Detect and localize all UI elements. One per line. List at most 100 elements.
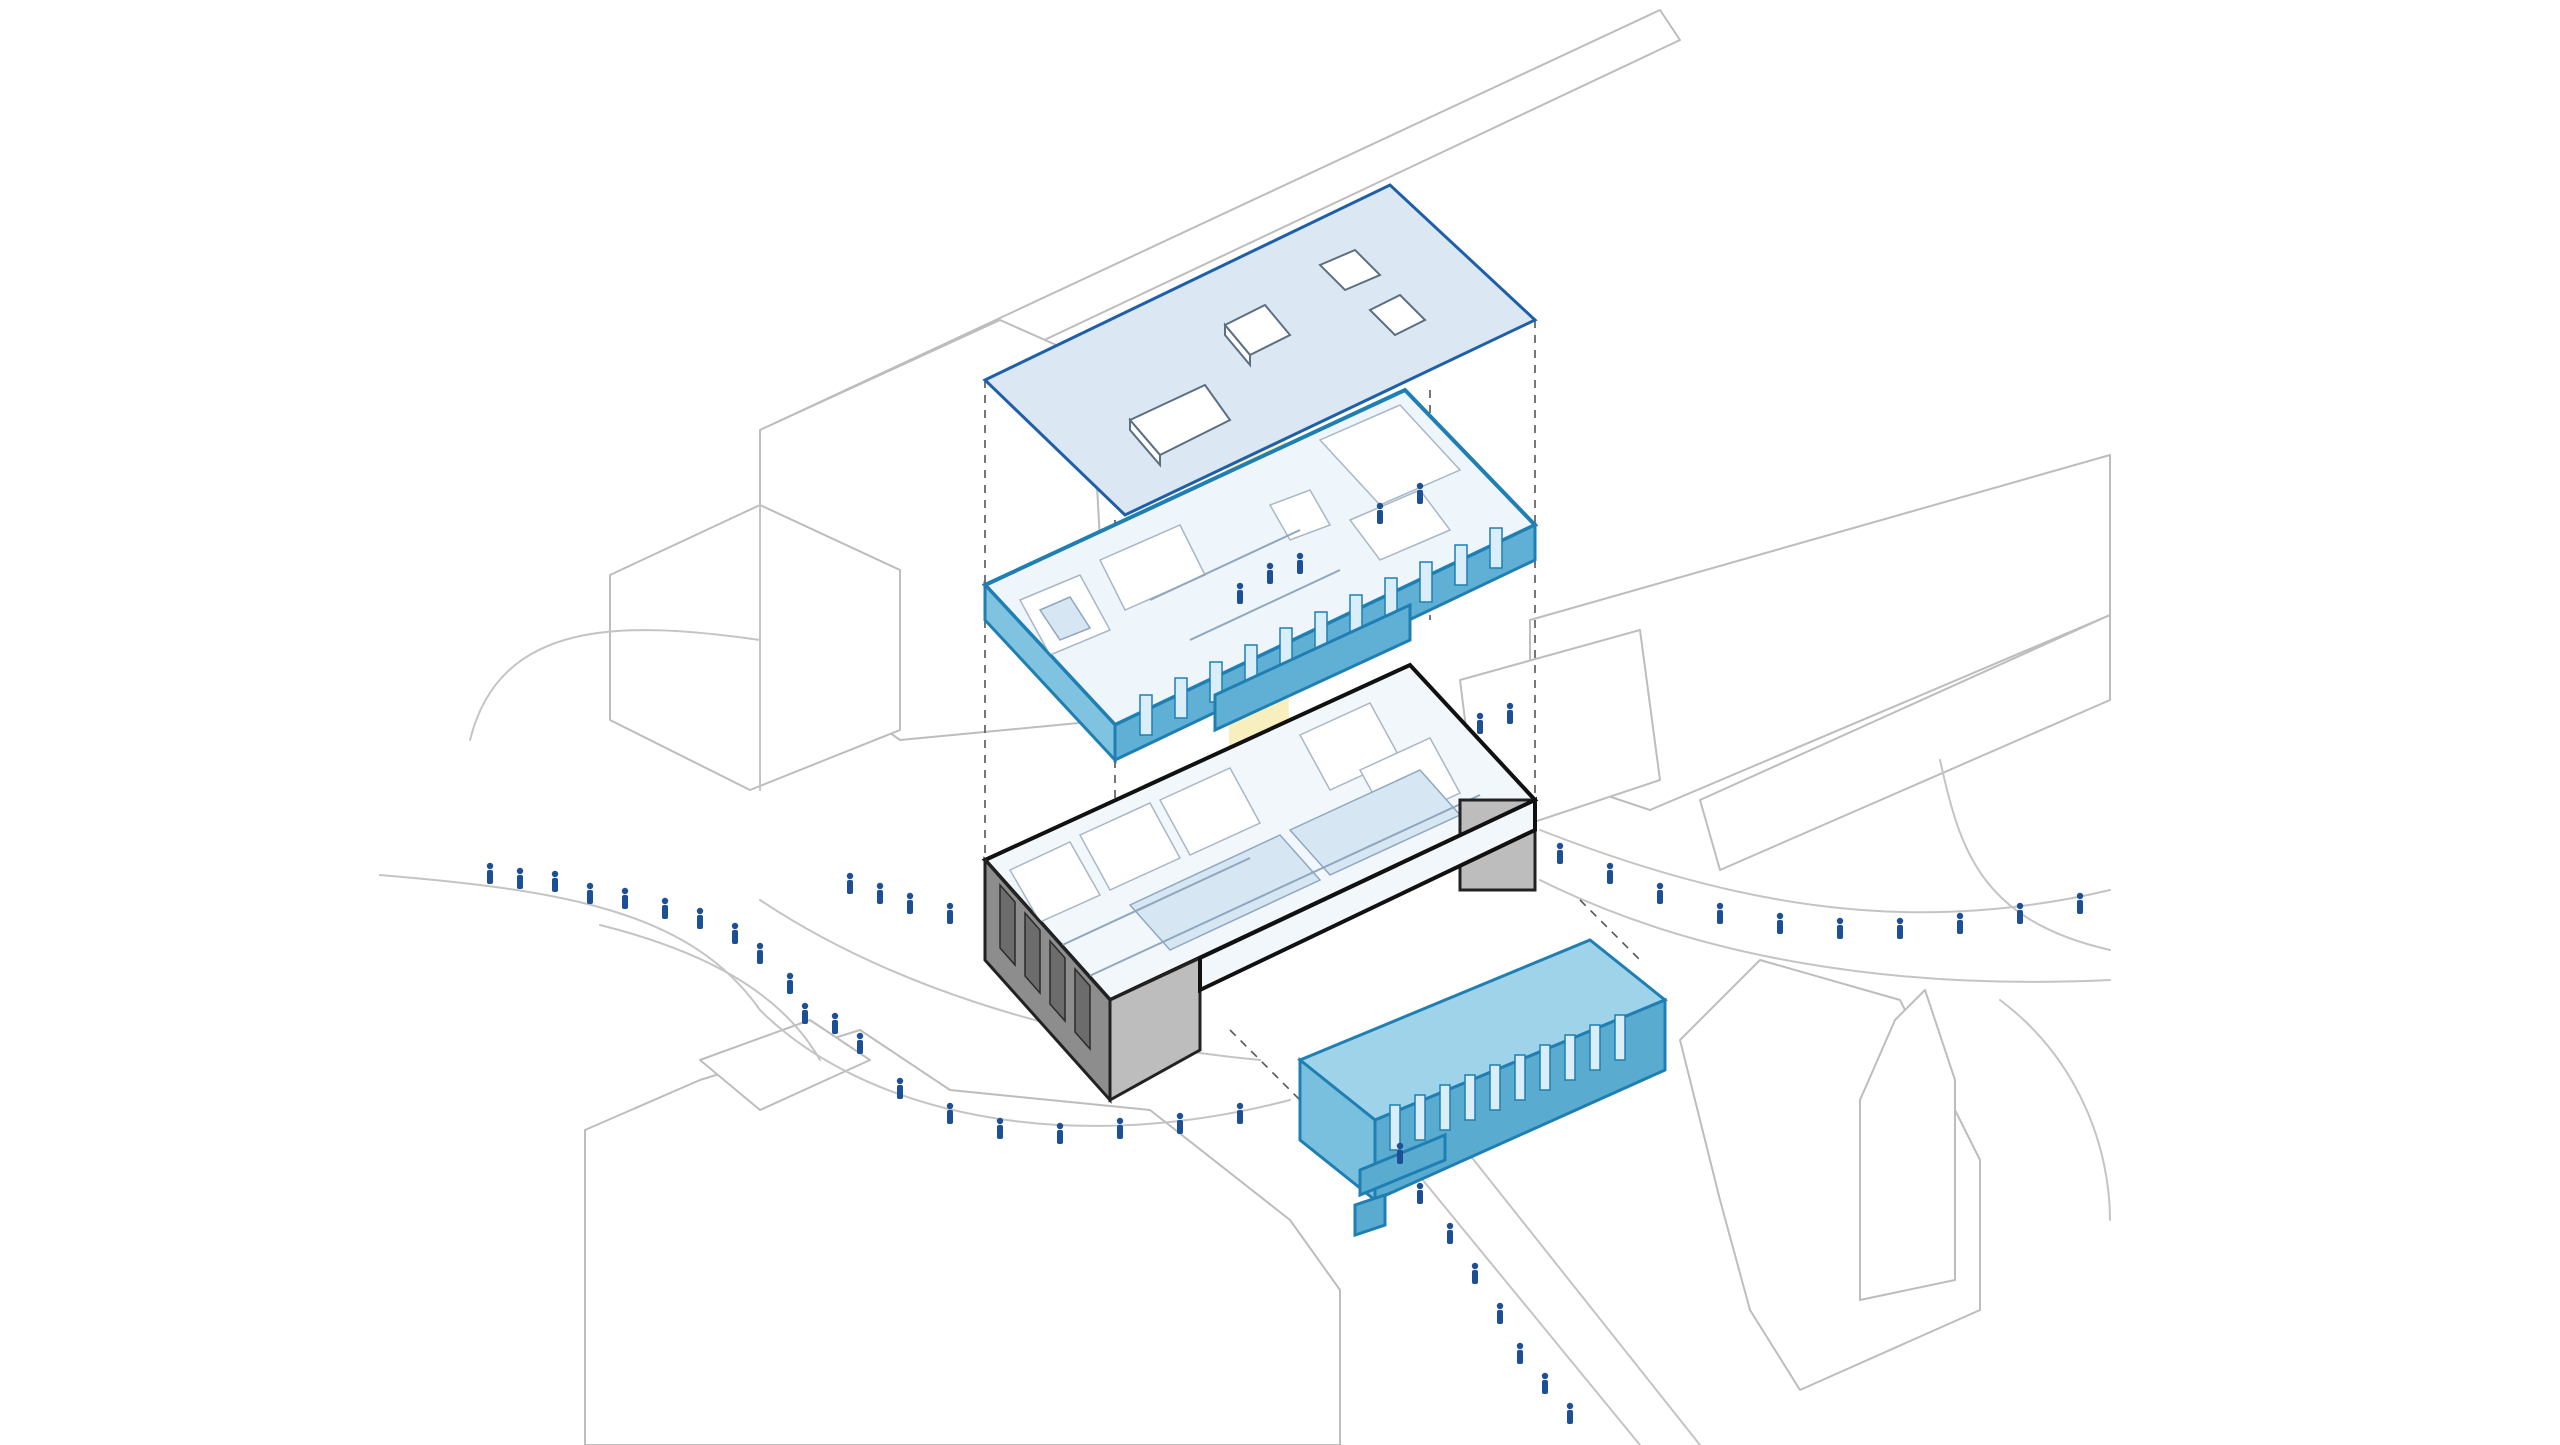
street-east-curve — [1999, 999, 2111, 1221]
person-figure — [1236, 1102, 1244, 1124]
street-loop — [469, 629, 761, 741]
main-room — [1008, 841, 1102, 923]
annex-windows — [1389, 1014, 1626, 1151]
window — [1389, 1104, 1401, 1151]
person-figure — [846, 872, 854, 894]
street-east-c — [1939, 759, 2111, 951]
window — [1419, 561, 1433, 603]
person-figure — [1116, 1117, 1124, 1139]
person-figure — [621, 887, 629, 909]
street-east-b — [1539, 879, 2111, 983]
main-facade-windows — [999, 883, 1091, 1051]
person-figure — [1376, 502, 1384, 524]
person-figure — [661, 897, 669, 919]
main-floor-layer — [981, 662, 1539, 1104]
street-walkway-b — [1449, 1129, 1701, 1445]
context-block-east-low — [1699, 614, 2111, 871]
person-figure — [946, 902, 954, 924]
person-figure — [1896, 917, 1904, 939]
window — [1589, 1024, 1601, 1071]
window — [999, 883, 1016, 967]
context-tower — [1859, 989, 1956, 1301]
person-figure — [1776, 912, 1784, 934]
street-south-a — [759, 1009, 1291, 1127]
upper-wall — [1149, 529, 1301, 601]
person-figure — [1471, 1262, 1479, 1284]
person-figure — [1236, 582, 1244, 604]
person-figure — [1506, 702, 1514, 724]
person-figure — [1541, 1372, 1549, 1394]
window — [1024, 911, 1041, 995]
upper-room — [1348, 489, 1452, 561]
upper-wall — [1189, 569, 1341, 641]
annex-bridge — [1358, 1132, 1447, 1198]
context-streets — [379, 629, 2111, 1445]
person-figure — [1266, 562, 1274, 584]
person-figure — [1446, 1222, 1454, 1244]
main-open-workspace — [1128, 834, 1322, 951]
person-figure — [1716, 902, 1724, 924]
people-figures — [486, 482, 2084, 1424]
person-figure — [906, 892, 914, 914]
street-east-a — [1539, 829, 2111, 914]
person-figure — [1656, 882, 1664, 904]
window — [1454, 544, 1468, 586]
roof-vent-2 — [1368, 293, 1427, 337]
window — [1074, 967, 1091, 1051]
window — [1414, 1094, 1426, 1141]
window — [1489, 1064, 1501, 1111]
window — [1564, 1034, 1576, 1081]
person-figure — [1556, 842, 1564, 864]
person-figure — [486, 862, 494, 884]
main-facade-south-concrete — [1108, 955, 1202, 1103]
context-block-southwest — [584, 1029, 1341, 1445]
window — [1539, 1044, 1551, 1091]
person-figure — [2016, 902, 2024, 924]
window — [1139, 694, 1153, 736]
street-west-a — [379, 874, 761, 1011]
roof-skylight-2-side — [1224, 322, 1251, 368]
person-figure — [1836, 917, 1844, 939]
roof-skylight-side — [1129, 417, 1161, 468]
person-figure — [2076, 892, 2084, 914]
person-figure — [876, 882, 884, 904]
person-figure — [896, 1077, 904, 1099]
person-figure — [801, 1002, 809, 1024]
person-figure — [786, 972, 794, 994]
person-figure — [696, 907, 704, 929]
person-figure — [1956, 912, 1964, 934]
person-figure — [586, 882, 594, 904]
person-figure — [1176, 1112, 1184, 1134]
person-figure — [1056, 1122, 1064, 1144]
upper-floor-layer — [981, 387, 1539, 764]
street-west-b — [599, 924, 821, 1061]
upper-room — [1268, 489, 1332, 541]
window — [1614, 1014, 1626, 1061]
person-figure — [1396, 1142, 1404, 1164]
upper-room-court — [1038, 596, 1092, 641]
window — [1439, 1084, 1451, 1131]
person-figure — [1516, 1342, 1524, 1364]
annex-layer — [1297, 938, 1668, 1238]
window — [1174, 677, 1188, 719]
window — [1514, 1054, 1526, 1101]
main-wall — [1069, 794, 1481, 986]
person-figure — [756, 942, 764, 964]
person-figure — [731, 922, 739, 944]
person-figure — [1296, 552, 1304, 574]
person-figure — [551, 870, 559, 892]
upper-canopy — [1213, 602, 1412, 733]
person-figure — [1416, 1182, 1424, 1204]
guide-line — [1229, 1029, 1311, 1111]
person-figure — [946, 1102, 954, 1124]
person-figure — [996, 1117, 1004, 1139]
person-figure — [516, 867, 524, 889]
annex-stair — [1353, 1192, 1387, 1238]
window — [1464, 1074, 1476, 1121]
upper-room — [1318, 404, 1462, 506]
person-figure — [856, 1032, 864, 1054]
main-floor-edge — [1198, 796, 1537, 994]
window — [1489, 527, 1503, 569]
